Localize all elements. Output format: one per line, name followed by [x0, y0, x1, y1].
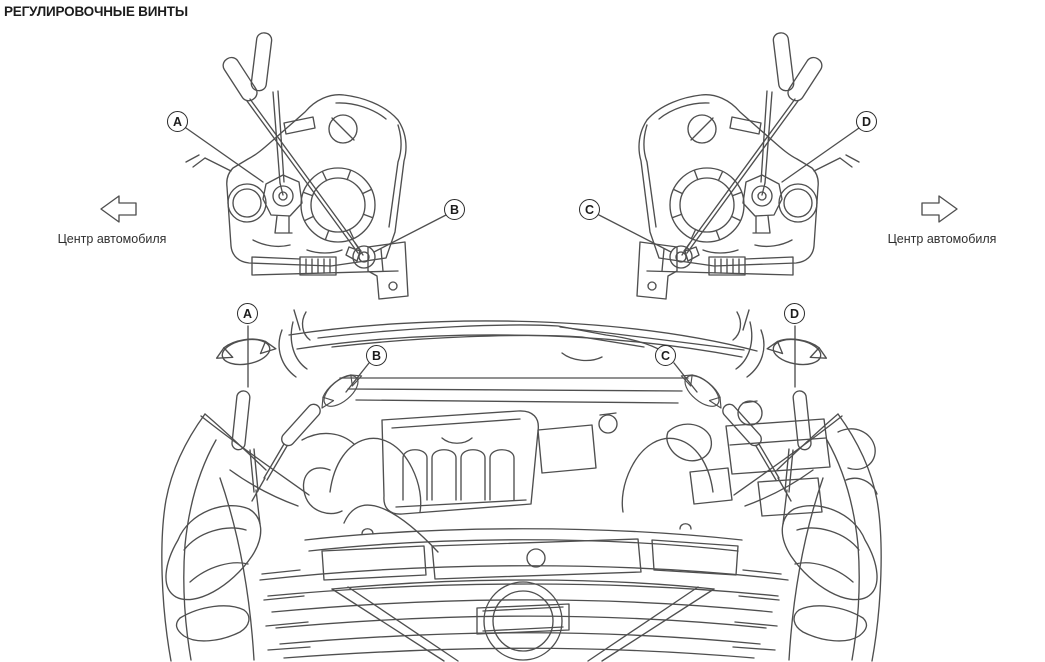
callout-label: B	[371, 348, 382, 363]
callout-b-engine-bay: B	[366, 345, 387, 366]
callout-c-engine-bay: C	[655, 345, 676, 366]
callout-d-engine-bay: D	[784, 303, 805, 324]
callout-c-headlamp-right: C	[579, 199, 600, 220]
callout-label: A	[242, 306, 253, 321]
front-grille	[259, 565, 789, 662]
callout-label: A	[172, 114, 183, 129]
page-title: РЕГУЛИРОВОЧНЫЕ ВИНТЫ	[4, 4, 188, 19]
engine-block	[301, 410, 618, 553]
callout-b-headlamp-left: B	[444, 199, 465, 220]
engine-bay-drawing	[162, 310, 881, 662]
nissan-emblem	[476, 581, 570, 661]
callout-label: C	[584, 202, 595, 217]
radiator-support	[304, 523, 743, 581]
headlamp-rear-view-right	[598, 31, 860, 300]
center-of-vehicle-label-right: Центр автомобиля	[887, 232, 997, 246]
right-block-arrow-icon	[921, 195, 958, 223]
cowl-and-wipers	[288, 320, 758, 404]
callout-label: C	[660, 348, 671, 363]
callout-a-headlamp-left: A	[167, 111, 188, 132]
callout-d-headlamp-right: D	[856, 111, 877, 132]
callout-label: B	[449, 202, 460, 217]
left-block-arrow-icon	[100, 195, 137, 223]
headlamp-rear-view-left	[185, 31, 447, 300]
center-of-vehicle-label-left: Центр автомобиля	[57, 232, 167, 246]
callout-label: D	[861, 114, 872, 129]
battery-and-reservoirs	[666, 400, 878, 517]
callout-label: D	[789, 306, 800, 321]
callout-a-engine-bay: A	[237, 303, 258, 324]
